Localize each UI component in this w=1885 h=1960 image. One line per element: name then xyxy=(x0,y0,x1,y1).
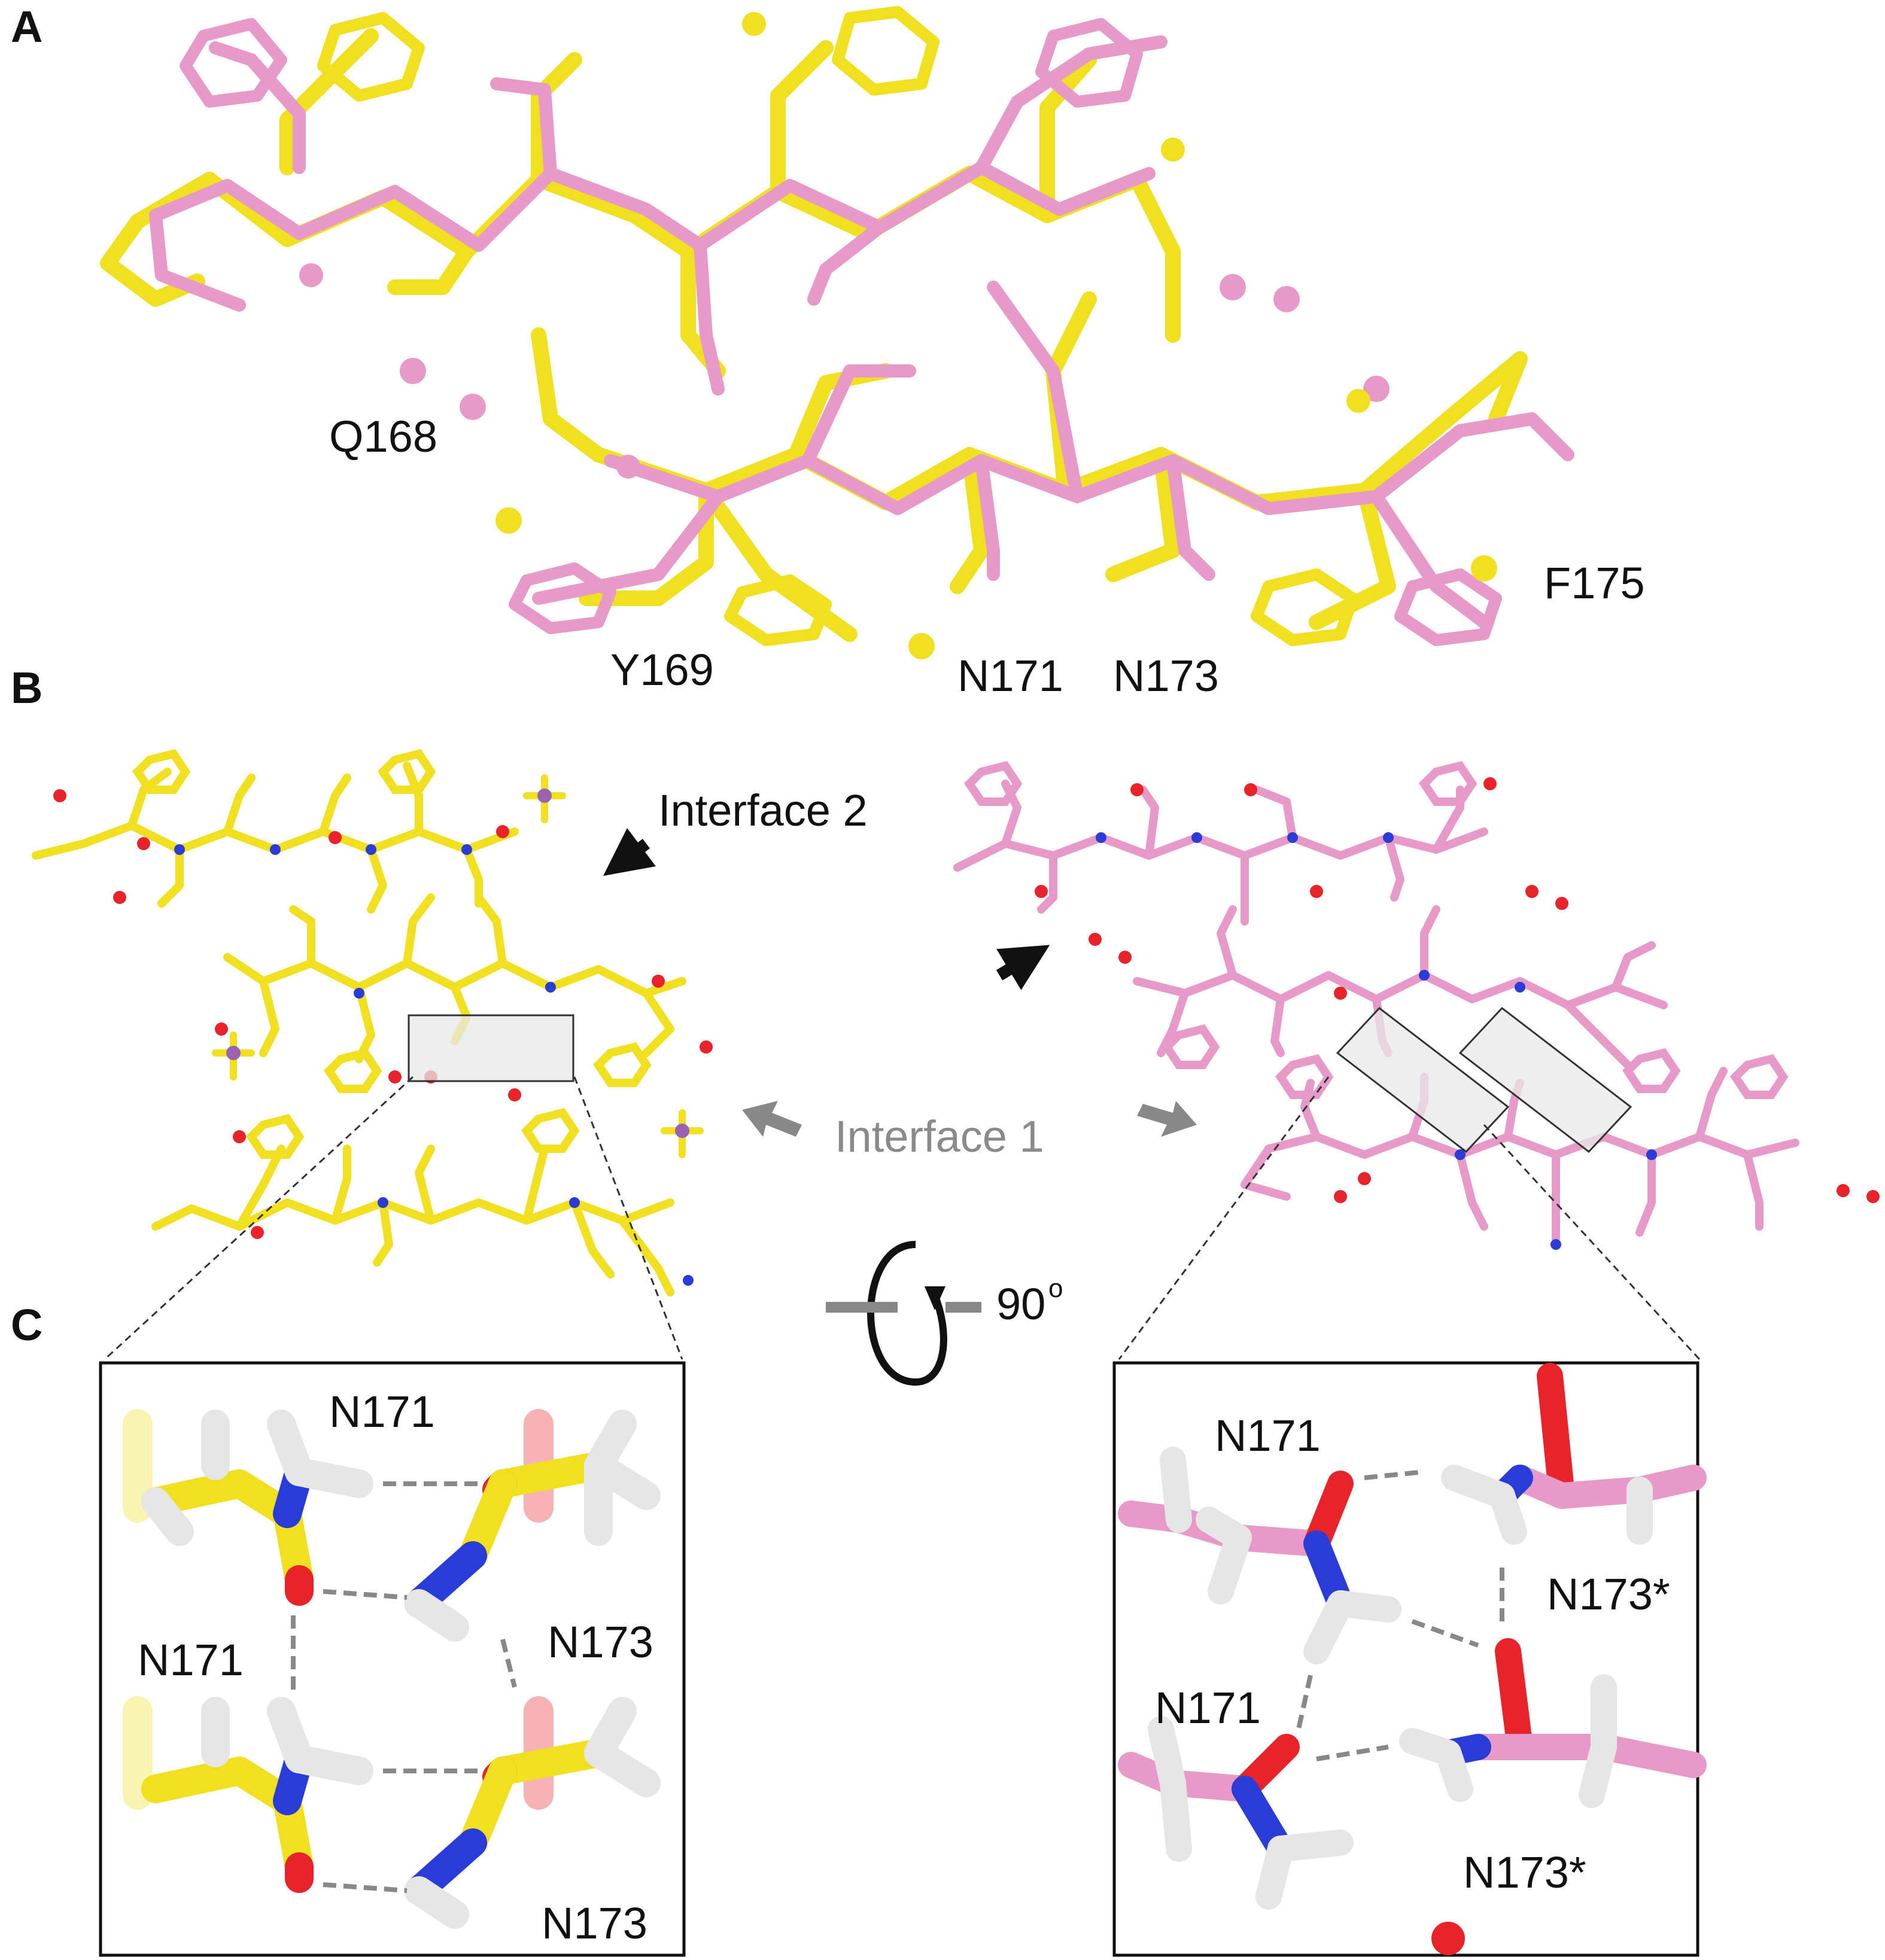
panel-c: C xyxy=(11,1076,1707,1957)
inset-left-label-n173-bottom: N173 xyxy=(542,1898,647,1948)
interface2-label: Interface 2 xyxy=(658,786,868,835)
rotation-label: 90 xyxy=(996,1279,1045,1329)
rotation-arrow-icon xyxy=(867,1241,947,1386)
rotation-indicator: 90 o xyxy=(826,1241,1063,1386)
panel-b: B xyxy=(11,663,1880,1296)
inset-left-label-n171-bottom: N171 xyxy=(138,1635,244,1685)
inset-left-label-n173-top: N173 xyxy=(548,1617,653,1667)
inset-left: N171 N173 N171 N173 xyxy=(99,1361,686,1957)
interface-box-left xyxy=(408,1014,574,1082)
zoom-guides xyxy=(104,1076,1701,1361)
inset-right-label-n173star-top: N173* xyxy=(1547,1569,1670,1619)
label-y169: Y169 xyxy=(610,645,714,695)
rotation-unit: o xyxy=(1048,1274,1063,1303)
label-n173: N173 xyxy=(1113,651,1219,701)
panel-a: A xyxy=(11,2,1645,701)
inset-right-label-n173star-bottom: N173* xyxy=(1463,1848,1586,1897)
inset-left-label-n171-top: N171 xyxy=(329,1387,435,1436)
panel-c-label: C xyxy=(11,1300,42,1350)
panel-a-waters xyxy=(299,12,1497,659)
interface1-arrow-left xyxy=(742,1101,802,1137)
interface2-arrow-right xyxy=(996,945,1050,990)
panel-a-lower-strand-yellow xyxy=(531,291,1528,642)
panel-a-lower-strand-pink xyxy=(532,281,1574,629)
label-q168: Q168 xyxy=(329,412,437,461)
interface-boxes-right xyxy=(1336,1006,1632,1154)
panel-a-rings xyxy=(180,6,1502,646)
panel-b-right-atoms xyxy=(1035,777,1880,1250)
inset-right-label-n171-top: N171 xyxy=(1215,1411,1321,1460)
panel-b-left-atoms xyxy=(53,789,713,1286)
panel-a-label: A xyxy=(11,2,42,51)
label-f175: F175 xyxy=(1544,558,1645,608)
panel-b-right-lattice xyxy=(953,780,1799,1243)
interface1-arrow-right xyxy=(1137,1101,1197,1137)
inset-right-label-n171-bottom: N171 xyxy=(1155,1683,1261,1733)
interface1-label: Interface 1 xyxy=(835,1112,1044,1161)
panel-b-label: B xyxy=(11,663,42,713)
inset-right: N171 N173* N171 N173* xyxy=(1112,1361,1707,1957)
panel-b-right-rings xyxy=(963,761,1789,1099)
panel-b-sulfates xyxy=(212,774,704,1158)
label-n171: N171 xyxy=(957,651,1063,701)
panel-b-left-lattice xyxy=(32,762,686,1296)
panel-b-left-rings xyxy=(132,749,652,1159)
interface2-arrow-left xyxy=(603,828,656,876)
